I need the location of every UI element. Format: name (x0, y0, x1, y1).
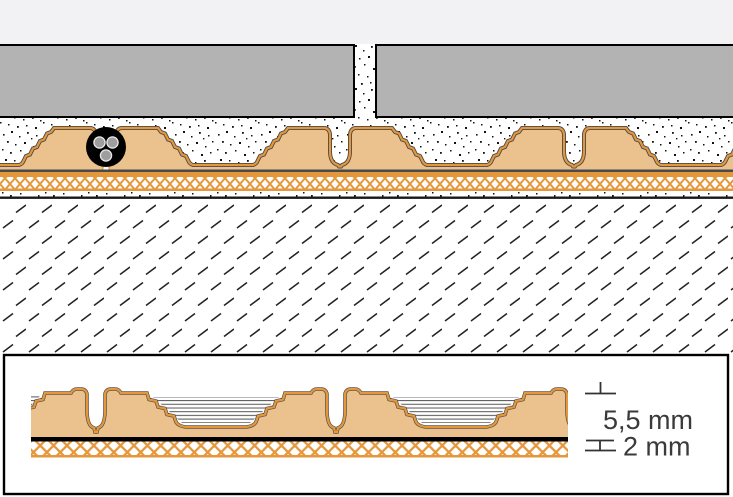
tile-left (0, 44, 355, 118)
detail-inset-box: 5,5 mm 2 mm (2, 353, 730, 496)
cable-conductor (99, 149, 113, 162)
dim-mark-base-thickness (585, 439, 616, 452)
background-top (0, 0, 733, 44)
dim-label-total-height: 5,5 mm (603, 405, 693, 435)
cable-conductor (93, 136, 106, 149)
screed-substrate-layer (0, 196, 733, 355)
tile-joint-mortar (353, 44, 376, 118)
detail-membrane-profile (31, 387, 568, 440)
heating-cable-cross-section (86, 127, 126, 173)
cavity-contours (393, 397, 519, 423)
dim-label-base-thickness: 2 mm (623, 432, 691, 462)
cable-sheath (86, 127, 126, 167)
dim-mark-total-height (585, 382, 616, 395)
detail-fleece-layer (31, 437, 568, 458)
dimension-marks (585, 382, 616, 452)
cable-conductor (106, 136, 119, 149)
tile-right (375, 44, 733, 118)
tile-covering-layer (0, 44, 733, 118)
cavity-contours (153, 397, 279, 423)
thinset-below-fleece (0, 191, 733, 197)
anchoring-fleece-layer (0, 169, 733, 191)
